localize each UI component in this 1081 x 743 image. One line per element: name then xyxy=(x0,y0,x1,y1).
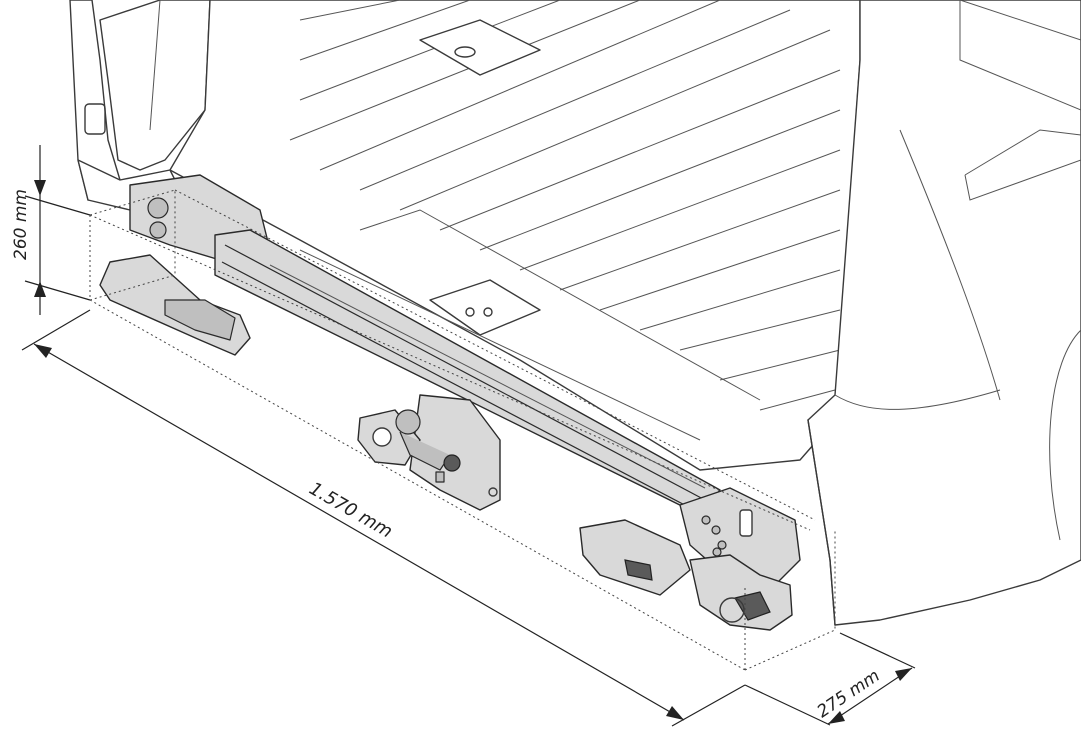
right-connector-housing xyxy=(579,519,691,596)
tow-bar-assembly xyxy=(99,174,801,631)
left-tail-light xyxy=(99,0,211,171)
left-bracket-bolt xyxy=(147,197,169,219)
right-bumper-edge xyxy=(807,419,836,626)
vehicle-body xyxy=(69,0,1081,626)
tow-ball xyxy=(395,409,421,435)
height-dimension: 260 mm xyxy=(11,145,91,315)
hitch-mount-plate xyxy=(409,394,501,511)
left-light-detail xyxy=(84,103,106,135)
height-label: 260 mm xyxy=(11,189,31,260)
right-mounting-bracket xyxy=(679,487,801,591)
hitch-locking-knob xyxy=(443,454,461,472)
width-label: 1.570 mm xyxy=(306,478,396,542)
depth-dimension: 275 mm xyxy=(744,632,916,726)
floor-fittings xyxy=(299,19,761,441)
right-rear-door xyxy=(807,0,1081,626)
cargo-floor-ribs xyxy=(289,0,841,411)
